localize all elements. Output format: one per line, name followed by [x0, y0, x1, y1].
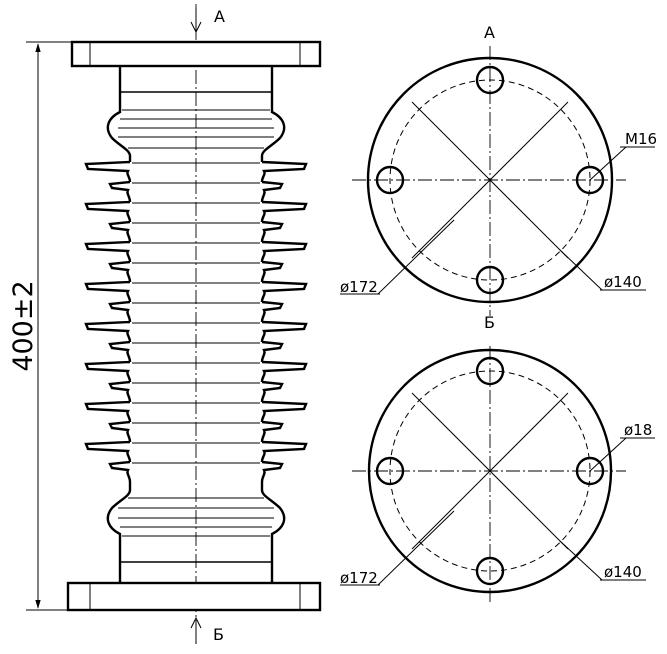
view-a-bolt-diameter: ø140: [604, 273, 642, 291]
section-b-arrow: [190, 616, 202, 644]
height-dimension-label: 400±2: [8, 280, 39, 371]
view-b-hole-right: [575, 456, 605, 486]
view-a-hole-left: [375, 165, 405, 195]
view-b-bolt-diameter: ø140: [604, 563, 642, 581]
view-b-outer-circle: [367, 348, 613, 594]
section-b-label: Б: [213, 625, 224, 644]
view-a-hole-bottom: [475, 265, 505, 295]
height-dimension: 400±2: [8, 41, 72, 611]
view-b-hole-spec: ø18: [624, 421, 652, 439]
bottom-end-fitting: [106, 482, 286, 583]
view-b-outer-diameter: ø172: [340, 569, 378, 587]
view-a-outer-circle: [366, 56, 614, 304]
shed-stack: [84, 160, 308, 483]
flange-view-b: Б ø18 ø172 ø140: [340, 313, 655, 604]
shed-profile: [84, 160, 308, 483]
section-a-label: А: [214, 7, 225, 26]
view-b-hole-left: [375, 456, 405, 486]
view-b-hole-top: [475, 356, 505, 386]
view-a-hole-right: [575, 165, 605, 195]
flange-view-a: А M16 ø172 ø140: [340, 23, 657, 316]
view-a-label: А: [484, 23, 495, 42]
section-a-arrow: [190, 8, 202, 34]
view-b-hole-bottom: [475, 556, 505, 586]
top-flange: [70, 40, 322, 68]
view-b-label: Б: [484, 313, 495, 332]
view-a-outer-diameter: ø172: [340, 278, 378, 296]
top-end-fitting: [106, 66, 286, 162]
view-a-hole-top: [475, 65, 505, 95]
bottom-flange: [66, 581, 322, 612]
insulator-side-view: А Б: [8, 4, 322, 644]
view-a-hole-spec: M16: [625, 130, 657, 148]
